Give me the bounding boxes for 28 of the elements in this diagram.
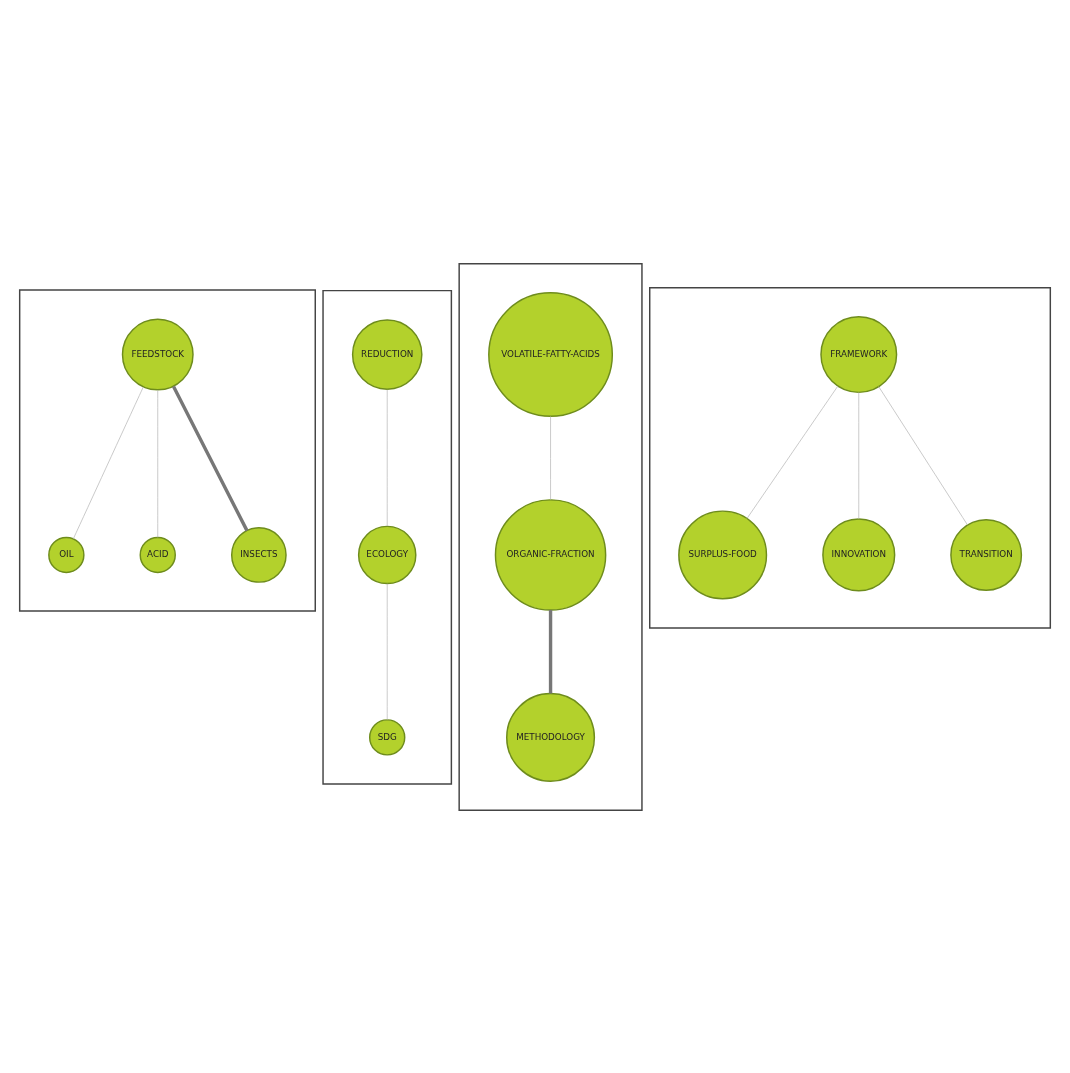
connector bbox=[386, 582, 388, 720]
connector bbox=[386, 388, 388, 526]
connector bbox=[878, 385, 968, 525]
connector bbox=[157, 389, 159, 538]
cluster bbox=[649, 286, 1052, 629]
connector bbox=[72, 386, 144, 539]
connector bbox=[172, 385, 249, 531]
connector bbox=[548, 609, 553, 693]
node-circle: ECOLOGY bbox=[357, 525, 417, 584]
cluster bbox=[458, 262, 643, 811]
cluster bbox=[322, 289, 453, 785]
node-circle: SURPLUS-FOOD bbox=[678, 509, 768, 599]
node-circle: ORGANIC-FRACTION bbox=[494, 498, 607, 611]
node-circle: METHODOLOGY bbox=[506, 692, 596, 782]
node-circle: FRAMEWORK bbox=[820, 315, 898, 393]
node-circle: ACID bbox=[139, 536, 176, 573]
node-circle: INSECTS bbox=[231, 526, 287, 583]
node-circle: INNOVATION bbox=[822, 517, 896, 592]
node-circle: FEEDSTOCK bbox=[121, 318, 194, 391]
node-circle: REDUCTION bbox=[351, 318, 423, 390]
node-circle: VOLATILE-FATTY-ACIDS bbox=[488, 291, 614, 417]
connector bbox=[550, 415, 551, 500]
connector bbox=[858, 391, 860, 519]
connector bbox=[746, 385, 839, 519]
node-circle: TRANSITION bbox=[950, 518, 1023, 591]
cluster bbox=[18, 288, 316, 612]
node-circle: OIL bbox=[48, 536, 85, 573]
node-circle: SDG bbox=[368, 718, 406, 756]
